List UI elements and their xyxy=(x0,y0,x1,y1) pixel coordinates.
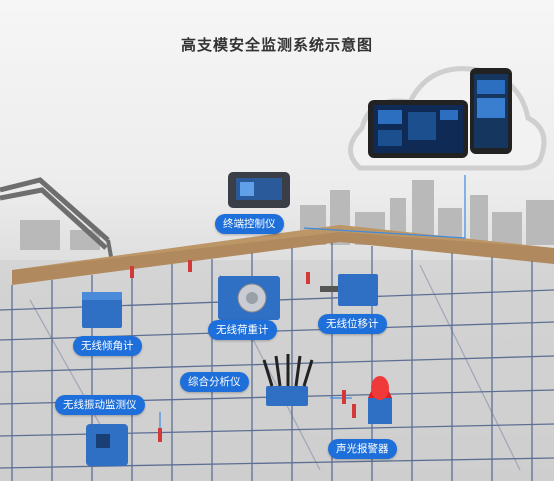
label-tilt: 无线倾角计 xyxy=(73,336,142,356)
page-title: 高支模安全监测系统示意图 xyxy=(180,36,373,54)
label-terminal: 终端控制仪 xyxy=(215,214,284,234)
load-cell-device xyxy=(218,276,280,320)
formwork-slab xyxy=(12,225,554,285)
alarm-device xyxy=(368,376,392,424)
tilt-meter-device xyxy=(82,292,122,328)
label-alarm: 声光报警器 xyxy=(328,439,397,459)
label-analyzer: 综合分析仪 xyxy=(180,372,249,392)
displacement-device xyxy=(320,274,378,306)
phone-device xyxy=(470,68,512,154)
label-vibration: 无线振动监测仪 xyxy=(55,395,145,415)
analyzer-device xyxy=(262,354,314,406)
label-displacement: 无线位移计 xyxy=(318,314,387,334)
sensor-markers xyxy=(130,260,356,442)
tablet-device xyxy=(368,100,468,158)
terminal-device xyxy=(228,172,290,208)
label-load: 无线荷重计 xyxy=(208,320,277,340)
vibration-device xyxy=(86,424,128,466)
